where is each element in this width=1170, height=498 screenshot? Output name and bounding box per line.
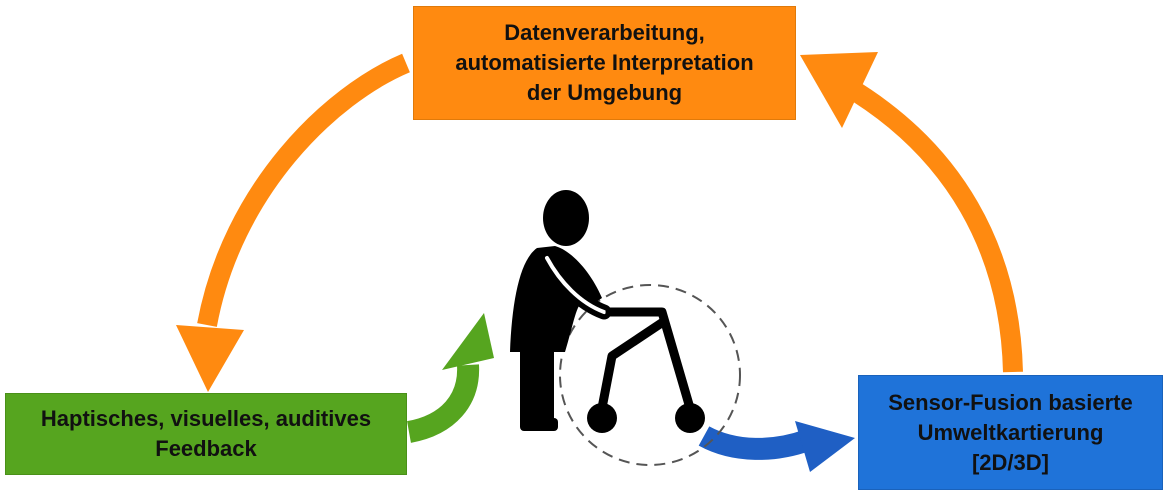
arrow-user-to-sensing <box>698 421 855 472</box>
arrow-feedback-to-user <box>406 313 494 443</box>
feedback-line-1: Haptisches, visuelles, auditives <box>40 406 372 431</box>
arrow-sensing-to-processing <box>800 52 1023 373</box>
sensing-line-3: [2D/3D] <box>971 449 1049 475</box>
processing-line-1: Datenverarbeitung, <box>504 20 705 45</box>
dashed-sensor-range-circle <box>559 284 741 466</box>
processing-box: Datenverarbeitung, automatisierte Interp… <box>413 6 796 120</box>
sensing-line-1: Sensor-Fusion basierte <box>888 389 1133 415</box>
arrow-processing-to-feedback <box>176 53 410 392</box>
processing-line-3: der Umgebung <box>526 80 683 105</box>
sensing-box: Sensor-Fusion basierte Umweltkartierung … <box>858 375 1163 490</box>
processing-line-2: automatisierte Interpretation <box>455 50 754 75</box>
person-with-rollator-icon <box>510 190 705 433</box>
feedback-line-2: Feedback <box>155 436 257 461</box>
feedback-box: Haptisches, visuelles, auditives Feedbac… <box>5 393 407 475</box>
sensing-line-2: Umweltkartierung <box>917 419 1104 445</box>
